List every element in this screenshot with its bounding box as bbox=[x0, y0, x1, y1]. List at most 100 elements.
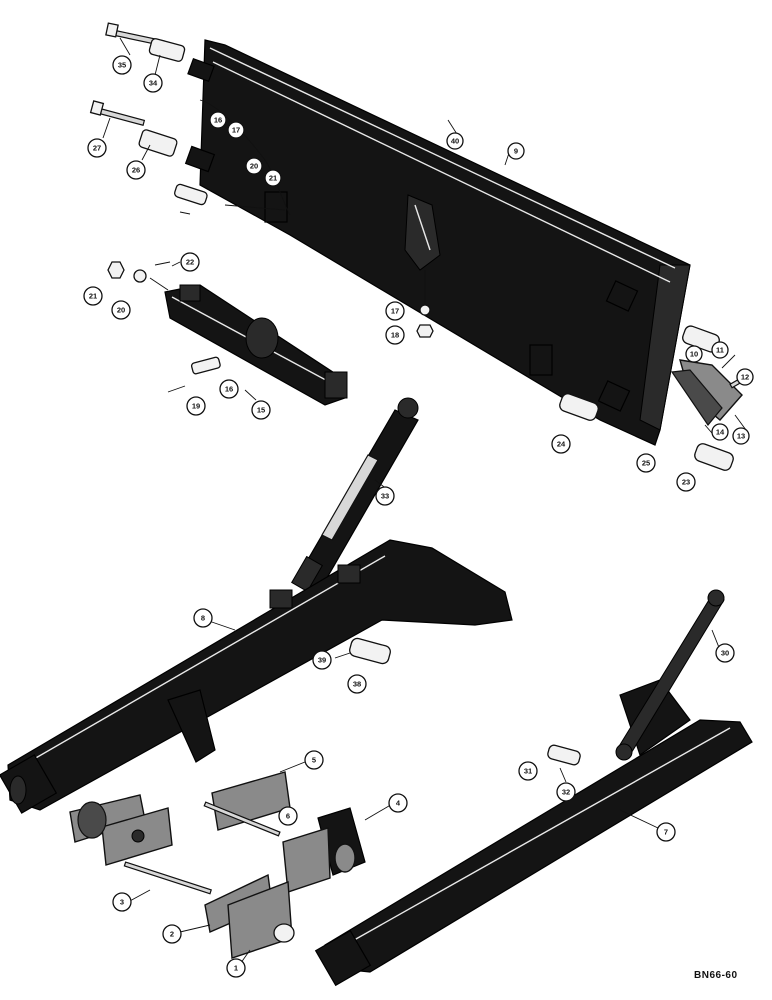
pin-31 bbox=[547, 744, 581, 783]
svg-text:26: 26 bbox=[132, 166, 140, 175]
callout-20-left: 20 bbox=[111, 300, 131, 320]
callout-22: 22 bbox=[180, 252, 200, 272]
callout-7: 7 bbox=[656, 822, 676, 842]
svg-text:33: 33 bbox=[381, 492, 389, 501]
svg-text:7: 7 bbox=[664, 828, 668, 837]
callout-13: 13 bbox=[732, 427, 750, 445]
svg-text:25: 25 bbox=[642, 459, 650, 468]
callout-31: 31 bbox=[518, 761, 538, 781]
svg-text:20: 20 bbox=[250, 162, 258, 171]
callout-32: 32 bbox=[556, 782, 576, 802]
hitch-assembly bbox=[69, 771, 366, 959]
callout-10: 10 bbox=[685, 345, 703, 363]
callouts: 35 34 27 26 16 17 20 21 40 9 22 21 20 17… bbox=[83, 55, 754, 978]
callout-26: 26 bbox=[126, 160, 146, 180]
svg-text:5: 5 bbox=[312, 756, 316, 765]
callout-16-upper: 16 bbox=[209, 111, 227, 129]
callout-35: 35 bbox=[112, 55, 132, 75]
svg-text:27: 27 bbox=[93, 144, 101, 153]
svg-text:19: 19 bbox=[192, 402, 200, 411]
svg-text:23: 23 bbox=[682, 478, 690, 487]
pin-17-18 bbox=[416, 270, 434, 338]
callout-8: 8 bbox=[193, 608, 213, 628]
svg-text:10: 10 bbox=[690, 350, 698, 359]
callout-14: 14 bbox=[711, 423, 729, 441]
svg-text:34: 34 bbox=[149, 79, 158, 88]
svg-text:8: 8 bbox=[201, 614, 205, 623]
callout-2: 2 bbox=[162, 924, 182, 944]
svg-text:24: 24 bbox=[557, 440, 566, 449]
svg-text:18: 18 bbox=[391, 331, 399, 340]
svg-text:6: 6 bbox=[286, 812, 290, 821]
bolt-27 bbox=[89, 100, 146, 126]
callout-23: 23 bbox=[676, 472, 696, 492]
callout-25: 25 bbox=[636, 453, 656, 473]
callout-17-center: 17 bbox=[385, 301, 405, 321]
callout-11: 11 bbox=[711, 341, 729, 359]
callout-5: 5 bbox=[304, 750, 324, 770]
callout-20-upper: 20 bbox=[245, 157, 263, 175]
svg-text:14: 14 bbox=[716, 428, 725, 437]
pin-24 bbox=[559, 393, 599, 421]
callout-34: 34 bbox=[143, 73, 163, 93]
svg-text:21: 21 bbox=[89, 292, 97, 301]
svg-text:40: 40 bbox=[451, 137, 459, 146]
bushing-34 bbox=[148, 38, 186, 62]
callout-16-lower: 16 bbox=[219, 379, 239, 399]
callout-9: 9 bbox=[507, 142, 525, 160]
svg-text:16: 16 bbox=[214, 116, 222, 125]
callout-30: 30 bbox=[715, 643, 735, 663]
svg-text:2: 2 bbox=[170, 930, 174, 939]
svg-text:20: 20 bbox=[117, 306, 125, 315]
svg-text:31: 31 bbox=[524, 767, 532, 776]
callout-19: 19 bbox=[186, 396, 206, 416]
svg-text:11: 11 bbox=[716, 346, 724, 355]
callout-15: 15 bbox=[251, 400, 271, 420]
callout-4: 4 bbox=[388, 793, 408, 813]
svg-text:3: 3 bbox=[120, 898, 124, 907]
callout-17-upper: 17 bbox=[227, 121, 245, 139]
svg-text:4: 4 bbox=[396, 799, 401, 808]
nut-washer-set bbox=[107, 261, 171, 291]
pin-16 bbox=[167, 356, 221, 393]
svg-text:35: 35 bbox=[118, 61, 126, 70]
svg-text:39: 39 bbox=[318, 656, 326, 665]
callout-6: 6 bbox=[278, 806, 298, 826]
brace-30 bbox=[615, 589, 725, 761]
svg-text:1: 1 bbox=[234, 964, 238, 973]
svg-text:21: 21 bbox=[269, 174, 277, 183]
svg-text:22: 22 bbox=[186, 258, 194, 267]
trunnion-bracket-15 bbox=[164, 284, 348, 406]
callout-3: 3 bbox=[112, 892, 132, 912]
drawing-code-label: BN66-60 bbox=[694, 970, 738, 981]
dozer-blade bbox=[184, 39, 691, 446]
callout-12: 12 bbox=[736, 368, 754, 386]
svg-text:16: 16 bbox=[225, 385, 233, 394]
bushing-26 bbox=[138, 129, 178, 157]
svg-text:17: 17 bbox=[232, 126, 240, 135]
push-arm-7 bbox=[314, 679, 753, 987]
svg-text:9: 9 bbox=[514, 147, 518, 156]
pin-38 bbox=[334, 637, 391, 665]
svg-text:38: 38 bbox=[353, 680, 361, 689]
callout-40: 40 bbox=[446, 132, 464, 150]
callout-39: 39 bbox=[312, 650, 332, 670]
callout-18: 18 bbox=[385, 325, 405, 345]
callout-21-upper: 21 bbox=[264, 169, 282, 187]
callout-27: 27 bbox=[87, 138, 107, 158]
callout-33: 33 bbox=[375, 486, 395, 506]
svg-text:30: 30 bbox=[721, 649, 729, 658]
callout-21-left: 21 bbox=[83, 286, 103, 306]
svg-text:12: 12 bbox=[741, 373, 749, 382]
svg-text:17: 17 bbox=[391, 307, 399, 316]
svg-text:15: 15 bbox=[257, 406, 265, 415]
callout-24: 24 bbox=[551, 434, 571, 454]
callout-1: 1 bbox=[226, 958, 246, 978]
svg-text:13: 13 bbox=[737, 432, 745, 441]
svg-text:32: 32 bbox=[562, 788, 570, 797]
pin-23 bbox=[694, 443, 734, 471]
hinge-pin bbox=[174, 183, 208, 215]
blade-corner-plate bbox=[670, 359, 747, 426]
callout-38: 38 bbox=[347, 674, 367, 694]
